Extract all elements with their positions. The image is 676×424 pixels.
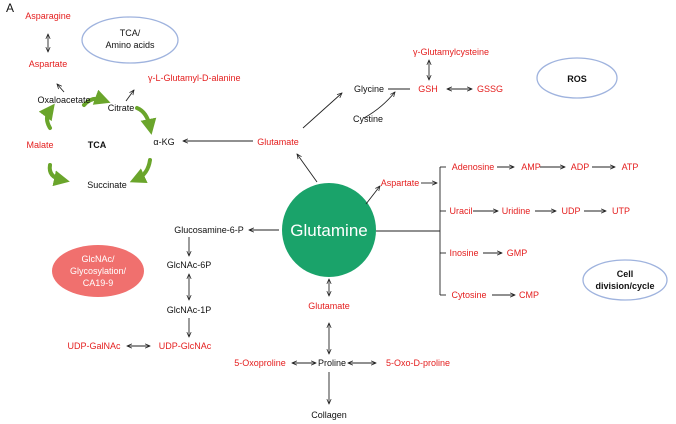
gssg-label: GSSG — [477, 84, 503, 94]
adp-label: ADP — [571, 162, 590, 172]
glcnac6p-label: GlcNAc-6P — [167, 260, 212, 270]
glcnac-label-2: Glycosylation/ — [70, 266, 127, 276]
cystine-gsh-arrow — [363, 92, 395, 119]
tca-arrow-5 — [38, 103, 55, 130]
oxoproline-label: 5-Oxoproline — [234, 358, 286, 368]
glcnac-oval — [52, 245, 144, 297]
amp-label: AMP — [521, 162, 541, 172]
cell-cycle-label-1: Cell — [617, 269, 634, 279]
gmp-label: GMP — [507, 248, 528, 258]
tca-amino-label-1: TCA/ — [120, 28, 141, 38]
uracil-label: Uracil — [449, 206, 472, 216]
aspartate-label-left: Aspartate — [29, 59, 68, 69]
glutamate-top-label: Glutamate — [257, 137, 299, 147]
glutamylcysteine-label: γ-Glutamylcysteine — [413, 47, 489, 57]
cytosine-label: Cytosine — [451, 290, 486, 300]
glutamine-glutamate-arrow — [297, 154, 318, 183]
oxaloacetate-label: Oxaloacetate — [37, 95, 90, 105]
glutamine-aspartate-arrow — [365, 186, 380, 205]
ros-label: ROS — [567, 74, 587, 84]
udp-glcnac-label: UDP-GlcNAc — [159, 341, 212, 351]
tca-amino-oval — [81, 16, 179, 64]
tca-arrow-1 — [82, 89, 111, 107]
aspartate-label-right: Aspartate — [381, 178, 420, 188]
cmp-label: CMP — [519, 290, 539, 300]
glutamine-label: Glutamine — [290, 221, 367, 240]
proline-label: Proline — [318, 358, 346, 368]
gsh-label: GSH — [418, 84, 438, 94]
citrate-label: Citrate — [108, 103, 135, 113]
asparagine-label: Asparagine — [25, 11, 71, 21]
tca-arrow-3 — [129, 158, 152, 183]
akg-label: α-KG — [153, 137, 174, 147]
tca-arrow-2 — [135, 106, 157, 135]
tca-arrow-4 — [47, 163, 70, 187]
inosine-label: Inosine — [449, 248, 478, 258]
oxo-d-proline-label: 5-Oxo-D-proline — [386, 358, 450, 368]
malate-label: Malate — [26, 140, 53, 150]
panel-label: A — [6, 1, 14, 15]
glutamate-bottom-label: Glutamate — [308, 301, 350, 311]
cell-cycle-label-2: division/cycle — [595, 281, 654, 291]
glcnac1p-label: GlcNAc-1P — [167, 305, 212, 315]
tca-amino-label-2: Amino acids — [105, 40, 155, 50]
citrate-glutamyl-arrow — [125, 90, 134, 102]
adenosine-label: Adenosine — [452, 162, 495, 172]
oxaloacetate-aspartate-arrow — [57, 84, 65, 93]
cystine-label: Cystine — [353, 114, 383, 124]
glutamate-glycine-arrow — [302, 93, 342, 129]
glycine-label: Glycine — [354, 84, 384, 94]
cell-cycle-oval — [582, 259, 668, 301]
udp-label: UDP — [561, 206, 580, 216]
atp-label: ATP — [622, 162, 639, 172]
collagen-label: Collagen — [311, 410, 347, 420]
glcnac-label-3: CA19-9 — [83, 278, 114, 288]
glutamyl-alanine-label: γ-L-Glutamyl-D-alanine — [148, 73, 241, 83]
succinate-label: Succinate — [87, 180, 127, 190]
udp-galnac-label: UDP-GalNAc — [67, 341, 121, 351]
glutamine-node — [282, 183, 376, 277]
ros-oval — [536, 57, 618, 99]
utp-label: UTP — [612, 206, 630, 216]
tca-center-label: TCA — [88, 140, 107, 150]
glucosamine-label: Glucosamine-6-P — [174, 225, 244, 235]
uridine-label: Uridine — [502, 206, 531, 216]
glcnac-label-1: GlcNAc/ — [81, 254, 115, 264]
